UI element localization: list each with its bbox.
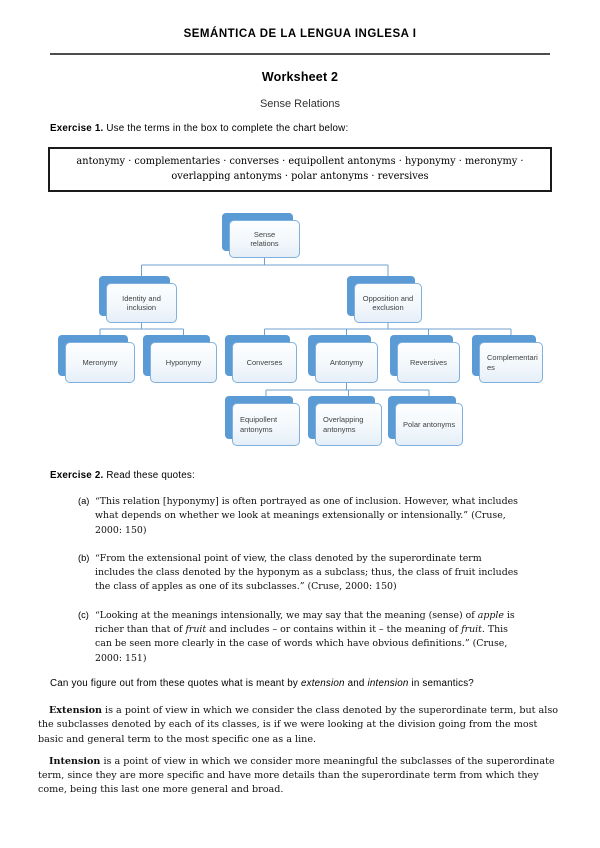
- node-label: Opposition and exclusion: [354, 283, 422, 323]
- chart-node-meronymy: Meronymy: [58, 335, 135, 383]
- exercise1-instruction: Exercise 1. Use the terms in the box to …: [50, 123, 349, 134]
- node-label: Sense relations: [229, 220, 300, 258]
- title-divider: [50, 53, 550, 55]
- chart-node-hyponymy: Hyponymy: [143, 335, 217, 383]
- node-label: Identity and inclusion: [106, 283, 177, 323]
- exercise2-question: Can you figure out from these quotes wha…: [50, 677, 474, 689]
- node-label: Reversives: [397, 342, 460, 383]
- quote-c: (c) “Looking at the meanings intensional…: [78, 609, 522, 666]
- node-label: Complementaries: [479, 342, 543, 383]
- term-box: antonymy · complementaries · converses ·…: [48, 147, 552, 192]
- chart-node-complementaries: Complementaries: [472, 335, 543, 383]
- chart-node-opposition-and-exclusion: Opposition and exclusion: [347, 276, 422, 323]
- node-label: Equipollent antonyms: [232, 403, 300, 446]
- chart-node-reversives: Reversives: [390, 335, 460, 383]
- extension-definition: Extension is a point of view in which we…: [38, 704, 559, 745]
- quote-b-label: (b): [78, 552, 90, 563]
- exercise2-instruction: Exercise 2. Read these quotes:: [50, 470, 195, 481]
- quote-b: (b) “From the extensional point of view,…: [78, 552, 522, 595]
- worksheet-page: SEMÁNTICA DE LA LENGUA INGLESA I Workshe…: [0, 28, 600, 796]
- chart-node-polar-antonyms: Polar antonyms: [388, 396, 463, 446]
- quote-a-label: (a): [78, 496, 90, 506]
- intension-definition: Intension is a point of view in which we…: [38, 755, 555, 796]
- quote-c-label: (c): [78, 609, 89, 620]
- chart-node-identity-and-inclusion: Identity and inclusion: [99, 276, 177, 323]
- chart-node-sense-relations: Sense relations: [222, 213, 300, 258]
- quote-b-text: “From the extensional point of view, the…: [95, 552, 519, 593]
- chart-node-overlapping-antonyms: Overlapping antonyms: [308, 396, 382, 446]
- chart-node-converses: Converses: [225, 335, 297, 383]
- chart-connector-lines: [99, 258, 512, 396]
- sense-relations-chart: Sense relations Identity and inclusion O…: [0, 208, 600, 458]
- chart-node-antonymy: Antonymy: [308, 335, 378, 383]
- chart-node-equipollent-antonyms: Equipollent antonyms: [225, 396, 300, 446]
- term-box-line-2: overlapping antonyms · polar antonyms · …: [171, 171, 429, 182]
- quote-c-text: “Looking at the meanings intensionally, …: [95, 609, 515, 664]
- node-label: Antonymy: [315, 342, 378, 383]
- node-label: Polar antonyms: [395, 403, 463, 446]
- node-label: Hyponymy: [150, 342, 217, 383]
- node-label: Overlapping antonyms: [315, 403, 382, 446]
- worksheet-title: Worksheet 2: [261, 70, 339, 84]
- quote-a-text: “This relation [hyponymy] is often portr…: [95, 496, 518, 536]
- quote-a: (a) “This relation [hyponymy] is often p…: [78, 495, 522, 538]
- node-label: Meronymy: [65, 342, 135, 383]
- term-box-line-1: antonymy · complementaries · converses ·…: [76, 156, 524, 167]
- worksheet-subtitle: Sense Relations: [259, 98, 341, 110]
- course-title: SEMÁNTICA DE LA LENGUA INGLESA I: [183, 28, 417, 40]
- node-label: Converses: [232, 342, 297, 383]
